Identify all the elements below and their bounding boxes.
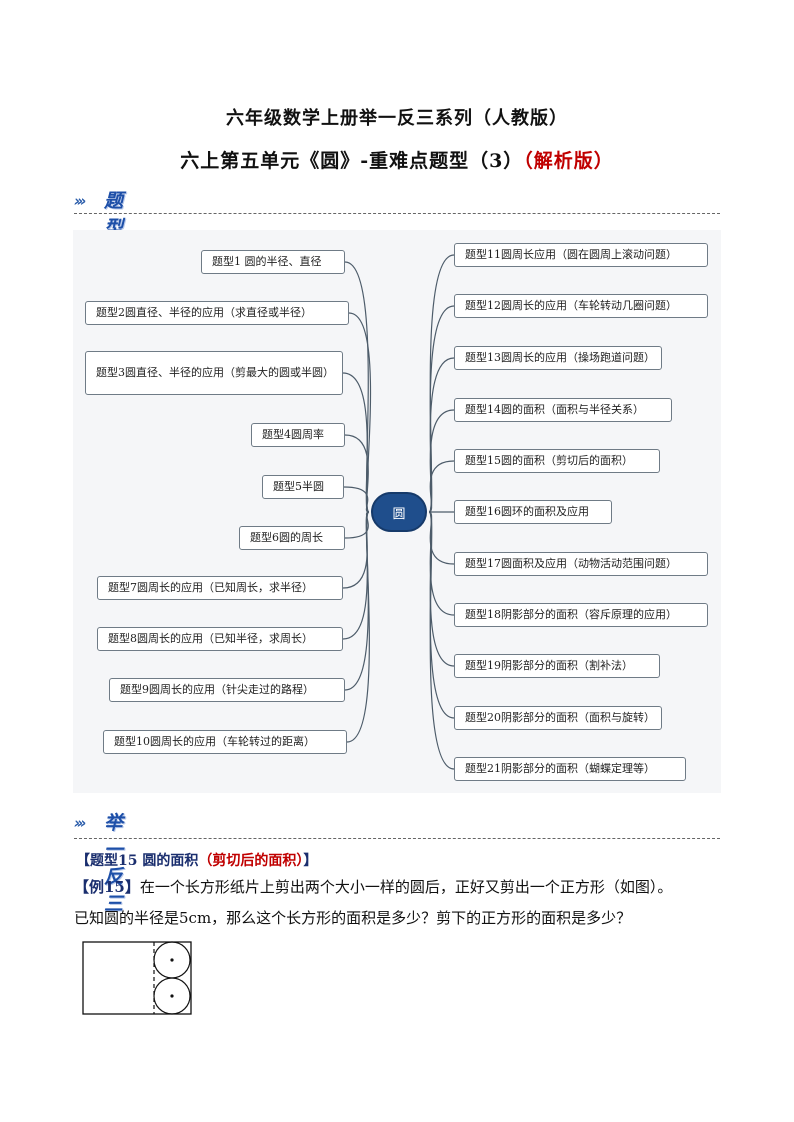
mind-map-connector: [428, 511, 455, 667]
document-title: 六年级数学上册举一反三系列（人教版）: [226, 108, 568, 129]
example-text-1: 在一个长方形纸片上剪出两个大小一样的圆后，正好又剪出一个正方形（如图）。: [139, 878, 673, 896]
mind-map-connector: [428, 511, 455, 565]
mind-map-connector: [344, 261, 370, 513]
divider: [74, 213, 720, 214]
mind-map-connector: [428, 511, 455, 770]
mind-map-node-right-3: 题型13圆周长的应用（操场跑道问题）: [454, 346, 662, 370]
arrow-icon: ›››: [74, 814, 86, 832]
mind-map-connector: [346, 511, 370, 743]
mind-map-node-right-8: 题型18阴影部分的面积（容斥原理的应用）: [454, 603, 708, 627]
mind-map-node-right-10: 题型20阴影部分的面积（面积与旋转）: [454, 706, 662, 730]
rectangle-two-circles-figure: [82, 941, 192, 1015]
mind-map-node-right-9: 题型19阴影部分的面积（割补法）: [454, 654, 660, 678]
mind-map-connector: [344, 511, 370, 539]
section-label: 举一反三: [104, 812, 124, 915]
mind-map-node-right-1: 题型11圆周长应用（圆在圆周上滚动问题）: [454, 243, 708, 267]
mind-map-connector: [342, 511, 370, 589]
mind-map-connector: [342, 372, 370, 513]
arrow-icon: ›››: [74, 192, 86, 210]
mind-map-node-left-1: 题型1 圆的半径、直径: [201, 250, 345, 274]
mind-map: 题型1 圆的半径、直径题型2圆直径、半径的应用（求直径或半径） 题型3圆直径、半径…: [73, 230, 721, 793]
example-line-1: 【例15】在一个长方形纸片上剪出两个大小一样的圆后，正好又剪出一个正方形（如图）…: [74, 876, 672, 897]
mind-map-node-right-7: 题型17圆面积及应用（动物活动范围问题）: [454, 552, 708, 576]
divider: [74, 838, 720, 839]
mind-map-node-left-4: 题型4圆周率: [251, 423, 345, 447]
topic-heading: 【题型15 圆的面积（剪切后的面积）】: [76, 850, 317, 870]
mind-map-node-left-10: 题型10圆周长的应用（车轮转过的距离）: [103, 730, 347, 754]
mind-map-node-left-8: 题型8圆周长的应用（已知半径，求周长）: [97, 627, 343, 651]
mind-map-node-right-6: 题型16圆环的面积及应用: [454, 500, 612, 524]
mind-map-node-left-7: 题型7圆周长的应用（已知周长，求半径）: [97, 576, 343, 600]
topic-heading-suffix: 】: [303, 853, 318, 869]
subtitle-suffix: （解析版）: [523, 150, 614, 172]
subtitle-main: 六上第五单元《圆》-重难点题型（3）: [180, 150, 524, 172]
example-tag: 【例15】: [74, 878, 140, 896]
mind-map-connector: [344, 434, 370, 513]
mind-map-node-right-2: 题型12圆周长的应用（车轮转动几圈问题）: [454, 294, 708, 318]
mind-map-connector: [342, 511, 370, 640]
mind-map-node-right-4: 题型14圆的面积（面积与半径关系）: [454, 398, 672, 422]
mind-map-node-left-3: 题型3圆直径、半径的应用（剪最大的圆或半圆）: [85, 351, 343, 395]
topic-heading-prefix: 【题型15 圆的面积: [76, 853, 199, 869]
mind-map-connector: [343, 486, 370, 513]
document-subtitle: 六上第五单元《圆》-重难点题型（3）（解析版）: [0, 146, 794, 173]
mind-map-node-right-11: 题型21阴影部分的面积（蝴蝶定理等）: [454, 757, 686, 781]
mind-map-connector: [428, 460, 455, 513]
mind-map-node-left-6: 题型6圆的周长: [239, 526, 345, 550]
mind-map-node-right-5: 题型15圆的面积（剪切后的面积）: [454, 449, 660, 473]
mind-map-connector: [428, 305, 455, 513]
topic-heading-highlight: （剪切后的面积）: [198, 853, 304, 869]
mind-map-center-node: 圆: [371, 492, 427, 532]
mind-map-connectors: [342, 254, 455, 770]
mind-map-node-left-5: 题型5半圆: [262, 475, 344, 499]
mind-map-node-left-2: 题型2圆直径、半径的应用（求直径或半径）: [85, 301, 349, 325]
example-line-2: 已知圆的半径是5cm，那么这个长方形的面积是多少？剪下的正方形的面积是多少？: [74, 909, 632, 927]
mind-map-node-left-9: 题型9圆周长的应用（针尖走过的路程）: [109, 678, 345, 702]
